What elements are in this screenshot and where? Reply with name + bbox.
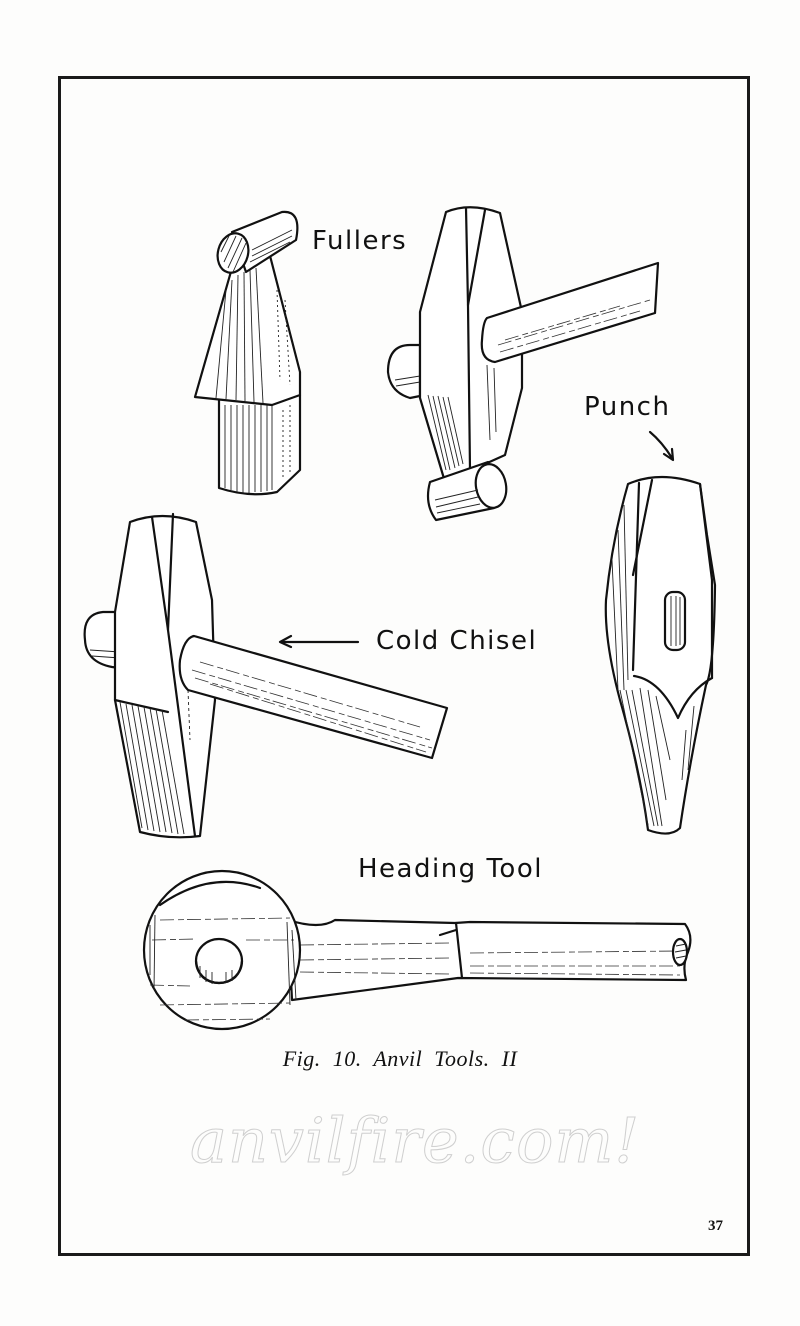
cold-chisel-pointer-arrow [278,634,360,649]
bottom-fuller-drawing [193,210,302,496]
heading-tool-drawing [142,869,692,1031]
top-fuller-drawing [386,206,660,522]
punch-label: Punch [584,392,671,422]
fullers-label: Fullers [312,226,408,256]
figure-caption: Fig. 10. Anvil Tools. II [282,1046,518,1071]
page-number: 37 [708,1218,723,1234]
punch-pointer-arrow [648,430,675,462]
page-border-frame [58,76,750,1256]
watermark-text: anvilfire.com! [189,1104,641,1178]
cold-chisel-label: Cold Chisel [376,626,538,656]
punch-drawing [604,475,717,835]
cold-chisel-drawing [83,512,449,839]
heading-tool-label: Heading Tool [358,854,543,884]
